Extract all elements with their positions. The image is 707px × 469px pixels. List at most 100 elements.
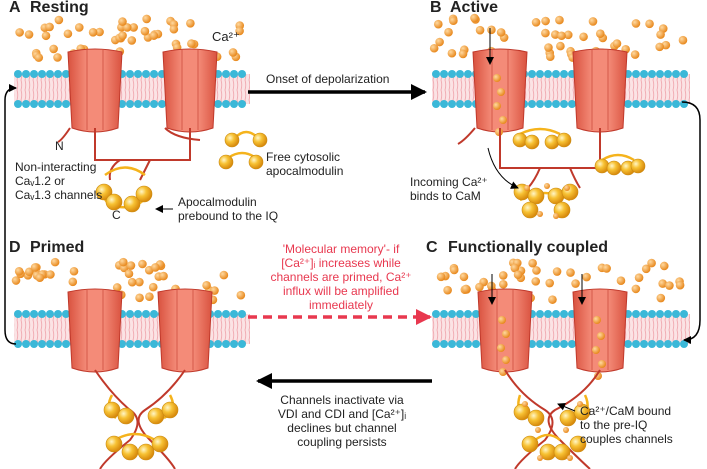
calmodulin-lobe [248, 154, 264, 170]
calcium-ion [127, 36, 137, 45]
lipid-head [552, 100, 560, 108]
c-terminal-tail [57, 127, 71, 143]
lipid-head [30, 100, 38, 108]
calcium-ion [531, 277, 541, 286]
c-terminal-tail [164, 127, 201, 141]
lipid-head [46, 70, 54, 78]
calcium-ion [459, 272, 469, 282]
lipid-head [536, 310, 544, 318]
calmodulin-lobe [521, 201, 539, 219]
calcium-ion [659, 261, 669, 271]
channel-body [67, 48, 123, 133]
calcium-ion [95, 27, 104, 37]
calcium-ion [140, 26, 150, 36]
lipid-head [472, 310, 480, 318]
calcium-ion [475, 25, 485, 35]
lipid-head [656, 340, 664, 348]
d-to-a-arrow [4, 84, 17, 345]
calcium-ion [548, 295, 557, 304]
calcium-ion [50, 257, 60, 267]
calcium-ion [14, 267, 24, 276]
lipid-head [230, 310, 238, 318]
lipid-head [544, 340, 552, 348]
calcium-ion [148, 282, 158, 292]
calmodulin-lobe [252, 132, 268, 148]
lipid-head [528, 100, 536, 108]
lipid-head [142, 310, 150, 318]
calcium-ion [135, 293, 144, 303]
calmodulin-lobe [527, 187, 545, 205]
calcium-ion [187, 39, 196, 48]
calcium-ion [46, 270, 55, 279]
calcium-ion [470, 13, 479, 23]
calcium-ion [582, 272, 591, 282]
incoming-ca-label: Incoming Ca²⁺ binds to CaM [410, 175, 488, 203]
lipid-head [536, 340, 544, 348]
calcium-ion [594, 372, 602, 380]
lipid-head [448, 70, 456, 78]
lipid-head [544, 100, 552, 108]
calmodulin-lobe [559, 409, 577, 427]
lipid-head [46, 310, 54, 318]
calcium-ion [537, 455, 543, 461]
lipid-head [440, 310, 448, 318]
inactivation-label: Channels inactivate via VDI and CDI and … [262, 393, 422, 449]
lipid-head [54, 310, 62, 318]
calcium-ion [88, 27, 98, 37]
molecular-memory-label: 'Molecular memory'- if [Ca²⁺]ᵢ increases… [256, 242, 426, 312]
calmodulin-lobe [606, 160, 622, 176]
lipid-head [214, 100, 222, 108]
lipid-head [568, 340, 576, 348]
memory-line-3: channels are primed, Ca²⁺ [270, 270, 412, 284]
lipid-head [664, 100, 672, 108]
calcium-ion [498, 271, 508, 280]
lipid-head [544, 310, 552, 318]
free-calmodulin-group [218, 130, 268, 170]
lipid-head [640, 340, 648, 348]
lipid-head [456, 340, 464, 348]
calcium-ion [631, 19, 641, 28]
inactivate-line-2: VDI and CDI and [Ca²⁺]ᵢ [277, 407, 407, 421]
calcium-ion [151, 263, 160, 272]
calcium-ion [556, 41, 565, 51]
c-terminal-tail [527, 167, 541, 189]
lipid-head [142, 70, 150, 78]
c-terminal-tail [569, 167, 581, 189]
calcium-ion [553, 213, 559, 219]
calcium-ion [235, 26, 244, 36]
cacam-line-2: to the pre-IQ [580, 418, 648, 432]
lipid-head [14, 310, 22, 318]
lipid-head [222, 340, 230, 348]
calcium-ion [122, 23, 132, 32]
lipid-head [142, 100, 150, 108]
calcium-ion [513, 270, 523, 280]
panel-d-title: Primed [30, 239, 85, 256]
lipid-head [456, 310, 464, 318]
lipid-head [22, 100, 30, 108]
c-terminal-tail [137, 369, 186, 469]
lipid-head [432, 100, 440, 108]
lipid-head [648, 70, 656, 78]
calcium-ion [498, 316, 506, 324]
calcium-ion [588, 17, 598, 26]
calcium-ion [496, 28, 506, 37]
calmodulin-linker [104, 166, 146, 177]
calcium-ion [502, 330, 510, 338]
calcium-ion [537, 211, 543, 217]
calmodulin-lobe [121, 443, 139, 461]
lipid-head [126, 100, 134, 108]
lipid-head [54, 340, 62, 348]
calmodulin-lobe [561, 183, 579, 201]
calcium-ion [236, 290, 246, 300]
calcium-ion [645, 19, 654, 29]
lipid-head [456, 70, 464, 78]
calcium-ion [552, 267, 562, 276]
lipid-head [38, 310, 46, 318]
lipid-head [528, 70, 536, 78]
calcium-ion [487, 25, 496, 35]
apocam-prebound-line-2: prebound to the IQ [178, 209, 279, 223]
c-terminal-tail [457, 127, 476, 145]
lipid-head [14, 340, 22, 348]
calmodulin-lobe [569, 435, 587, 453]
